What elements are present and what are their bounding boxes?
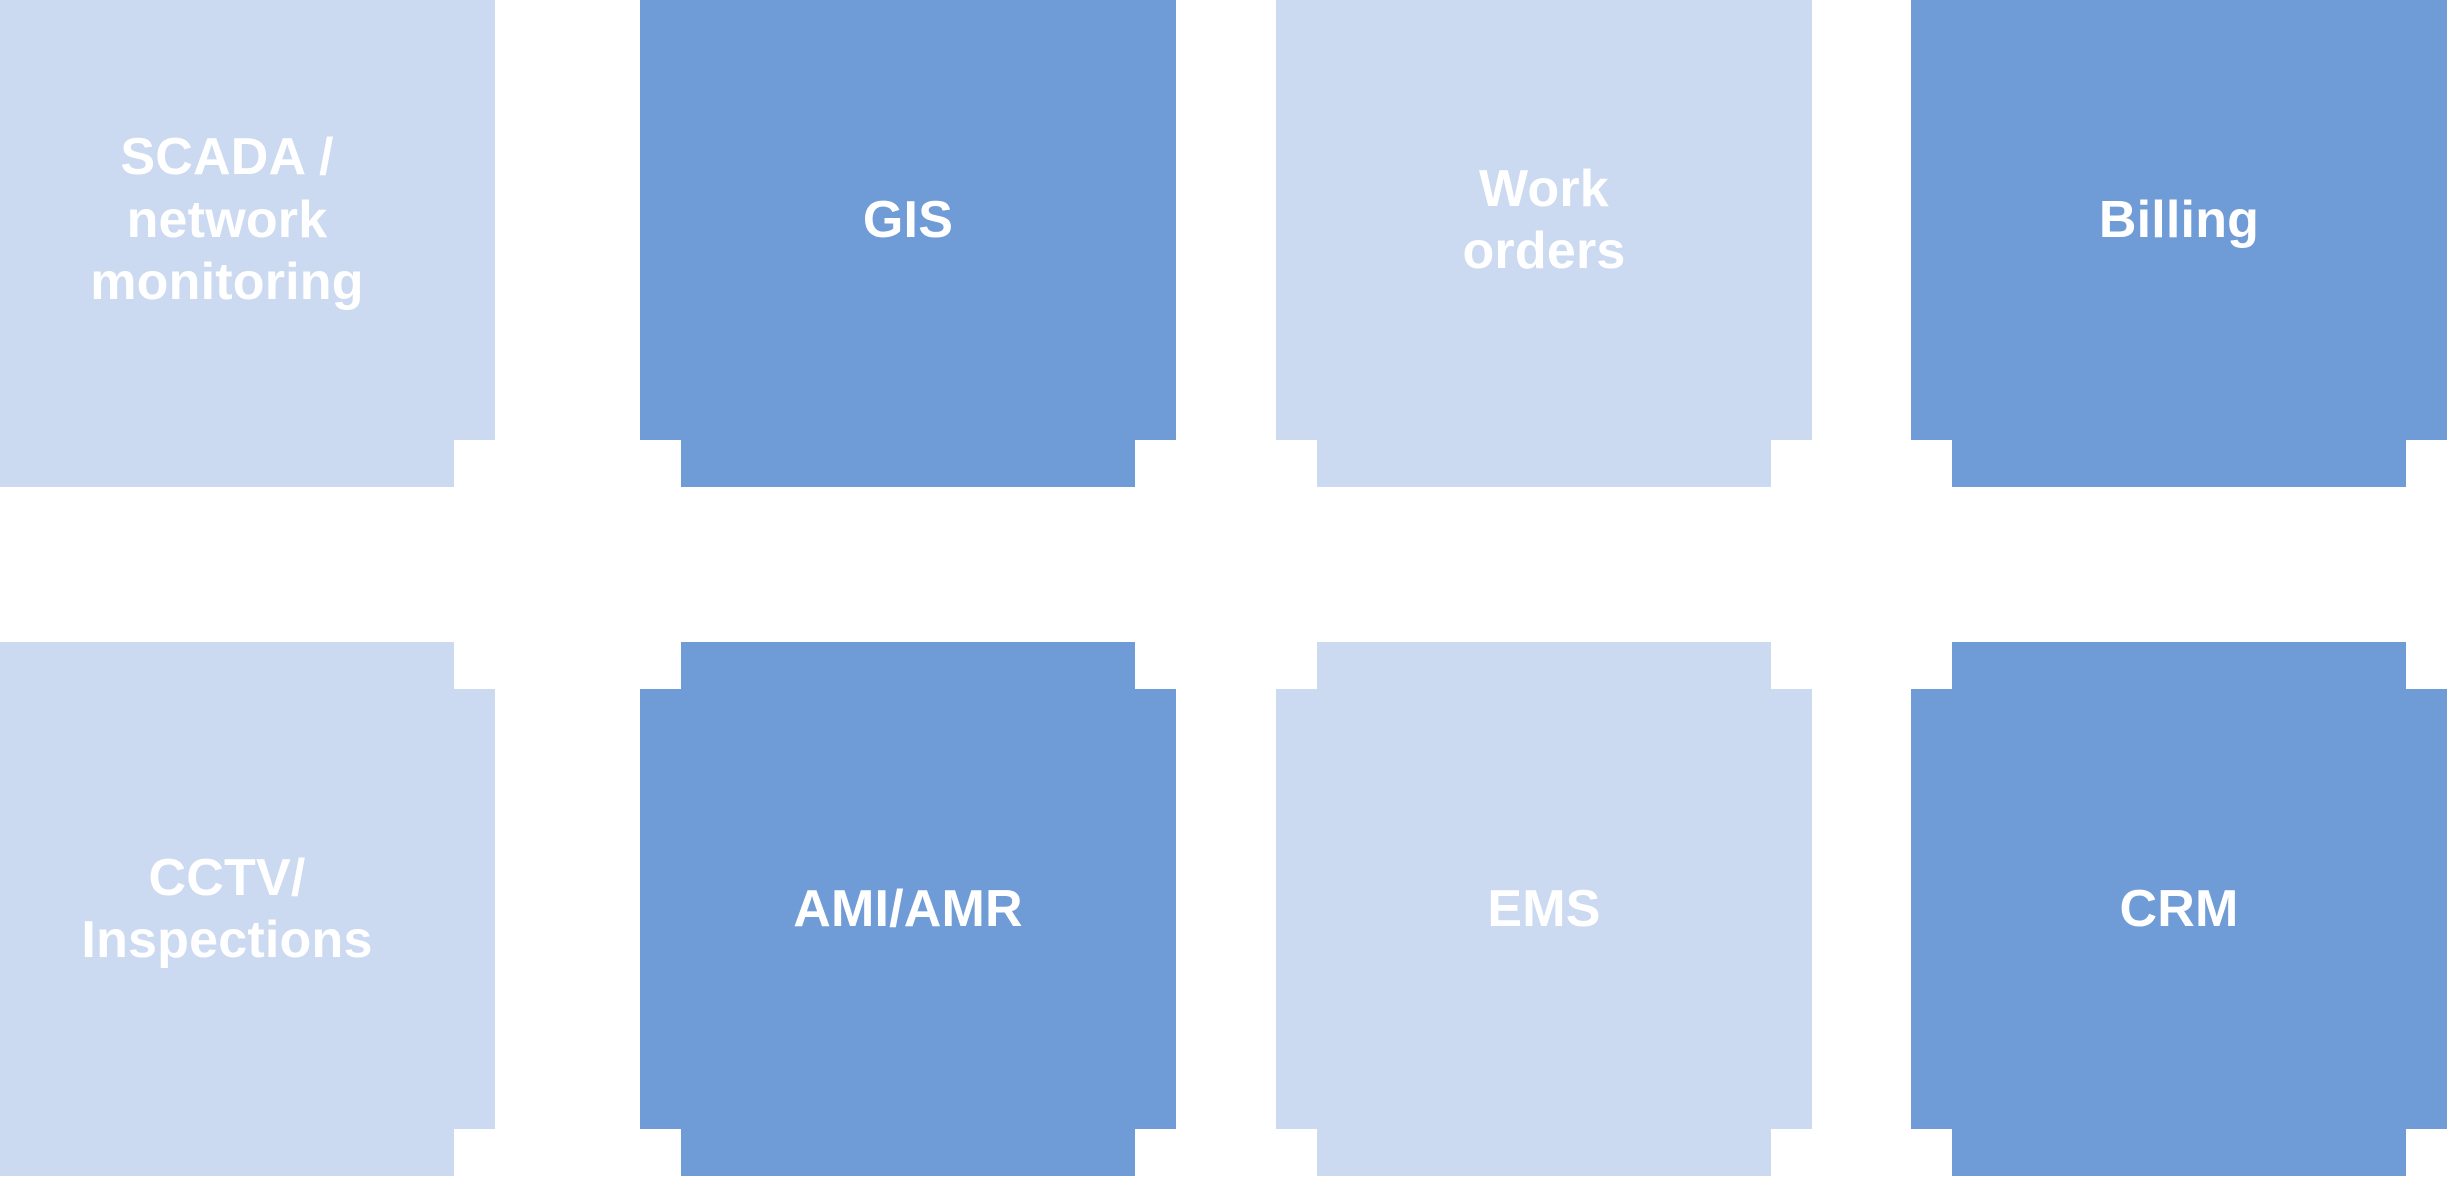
tile-label: EMS	[1487, 879, 1601, 938]
tile-billing[interactable]: Billing	[1911, 0, 2447, 487]
tile-cctv-inspections[interactable]: CCTV/ Inspections	[0, 642, 495, 1176]
tile-label: SCADA / network monitoring	[90, 128, 364, 312]
tile-scada-network-monitoring[interactable]: SCADA / network monitoring	[0, 0, 495, 487]
tile-ami-amr[interactable]: AMI/AMR	[640, 642, 1176, 1176]
tile-label: AMI/AMR	[793, 879, 1023, 938]
tile-crm[interactable]: CRM	[1911, 642, 2447, 1176]
tile-gis[interactable]: GIS	[640, 0, 1176, 487]
tile-label: Billing	[2098, 190, 2260, 249]
tile-label: Work orders	[1462, 159, 1626, 280]
tile-label: CCTV/ Inspections	[81, 848, 373, 969]
tile-label: GIS	[862, 190, 954, 249]
tile-label: CRM	[2119, 879, 2239, 938]
tile-work-orders[interactable]: Work orders	[1276, 0, 1812, 487]
tile-ems[interactable]: EMS	[1276, 642, 1812, 1176]
